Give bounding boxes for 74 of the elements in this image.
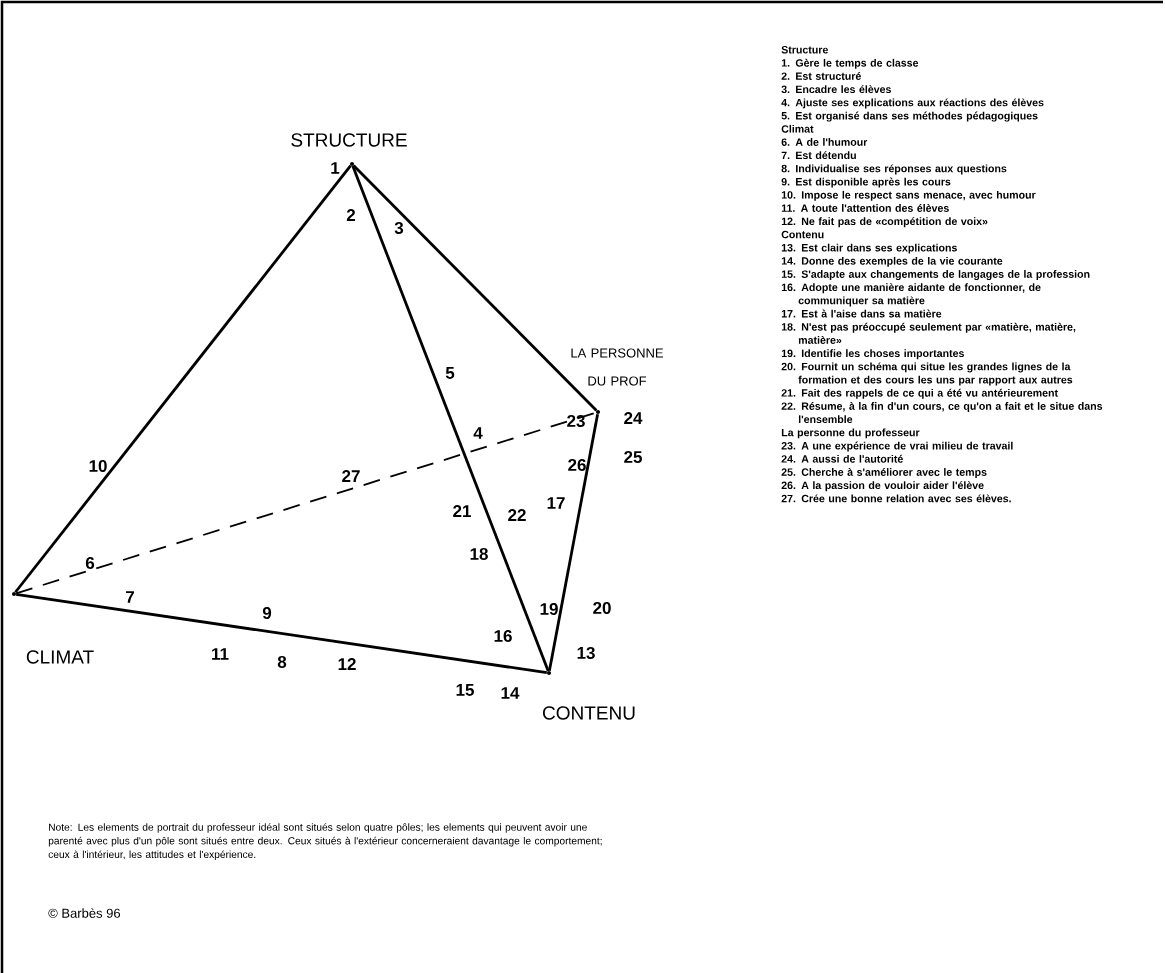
list-item: 18. N'est pas préoccupé seulement par «matière, matière, matière» [781,322,1076,344]
list-heading: La personne du professeur [781,428,920,439]
item-number: 5 [445,367,455,379]
vertex-point [547,671,551,675]
edge-line [548,413,599,672]
item-number: 21 [453,505,471,517]
pole-label: CONTENU [543,706,635,720]
dashed-line [15,411,597,595]
list-item: 19. Identifie les choses importantes [781,349,964,360]
list-item: 1. Gère le temps de classe [781,58,919,69]
list-item: 9. Est disponible après les cours [781,177,951,188]
item-number: 2 [346,209,356,221]
item-number: 6 [85,556,95,569]
item-number: 26 [568,458,586,471]
item-number: 12 [338,658,356,670]
list-item: 26. A la passion de vouloir aider l'élève [781,481,984,492]
list-item: 5. Est organisé dans ses méthodes pédagogiques [781,111,1038,122]
list-item: 14. Donne des exemples de la vie courante [781,256,1003,267]
vertex-point [596,410,600,414]
list-item: 7. Est détendu [781,151,856,160]
list-item: 15. S'adapte aux changements de langages de la profession [781,270,1090,280]
item-number: 20 [593,601,611,614]
item-number: 11 [212,648,229,660]
vertex-point [350,162,354,166]
list-item: 12. Ne fait pas de «compétition de voix» [781,217,988,228]
list-item: 27. Crée une bonne relation avec ses élèves. [781,494,1011,503]
item-number: 17 [547,497,565,509]
item-number: 14 [501,687,520,699]
list-item: 22. Résume, à la fin d'un cours, ce qu'on a fait et le situe dans l'ensemble [781,402,1103,424]
item-number: 16 [494,629,512,642]
list-heading: Climat [781,124,814,133]
list-item: 11. A toute l'attention des élèves [781,204,949,212]
list-item: 4. Ajuste ses explications aux réactions des élèves [781,98,1044,109]
item-number: 19 [540,602,558,615]
list-item: 23. A une expérience de vrai milieu de travail [781,441,1013,452]
item-number: 10 [89,459,107,472]
list-item: 24. A aussi de l'autorité [781,454,903,463]
pole-label: STRUCTURE [291,133,407,147]
list-item: 21. Fait des rappels de ce qui a été vu antérieurement [781,388,1058,399]
item-number: 8 [277,655,287,668]
item-number: 23 [567,414,585,427]
item-number: 1 [331,162,340,174]
list-item: 25. Cherche à s'améliorer avec le temps [781,468,987,478]
item-number: 25 [624,450,642,463]
item-number: 7 [126,591,134,603]
item-number: 4 [473,427,483,439]
item-number: 22 [508,509,526,521]
edge-line [15,592,548,675]
copyright-text: © Barbès 96 [48,908,121,918]
list-item: 13. Est clair dans ses explications [781,243,957,254]
list-item: 20. Fournit un schéma qui situe les grandes lignes de la formation et des cours les uns par rapport aux autres [781,362,1073,386]
list-heading: Contenu [781,230,824,239]
pole-label: CLIMAT [26,650,94,664]
edge-line [351,165,550,672]
edge-line [14,164,352,594]
edge-line [352,164,598,412]
item-number: 3 [394,221,404,234]
item-number: 18 [470,547,488,560]
list-item: 6. A de l'humour [781,138,868,146]
list-item: 17. Est à l'aise dans sa matière [781,309,942,318]
note-text: Note: Les elements de portrait du professeur idéal sont situés selon quatre pôles; les elements qui peuvent avoir une parenté avec plus d'un pôle sont situés entre deux. Ceux situés à l'extérieur concerneraient davantage le comportement; ceux à l'intérieur, les attitudes et l'expérience. [48,823,602,860]
pole-label: LA PERSONNE DU PROF [571,348,664,386]
list-item: 8. Individualise ses réponses aux questions [781,164,1007,175]
item-number: 24 [624,412,643,424]
list-item: 3. Encadre les élèves [781,85,891,94]
list-heading: Structure [781,46,828,54]
item-number: 15 [456,684,474,696]
list-item: 2. Est structuré [781,72,861,80]
vertex-point [12,592,16,596]
list-item: 10. Impose le respect sans menace, avec humour [781,190,1036,201]
item-number: 9 [262,606,272,619]
list-item: 16. Adopte une manière aidante de fonctionner, de communiquer sa matière [781,283,1041,307]
item-number: 27 [342,470,360,482]
item-number: 13 [577,646,595,659]
